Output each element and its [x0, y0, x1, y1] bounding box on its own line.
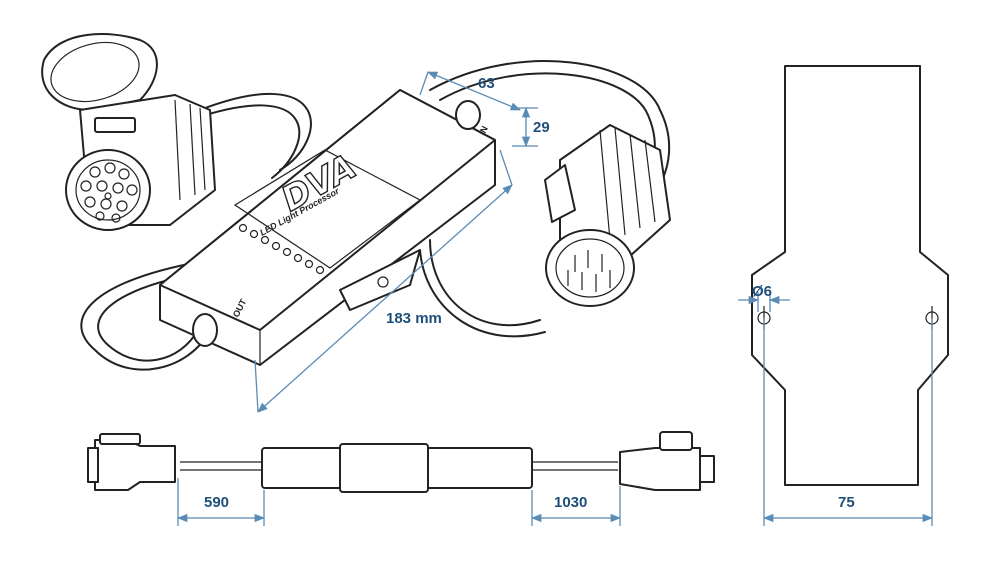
plug-connector-13pin: [544, 124, 671, 307]
dimension-width-top: 63: [419, 71, 521, 111]
socket-pin-holes: [80, 162, 138, 223]
dimension-plate-width: 75: [762, 318, 934, 526]
dimension-cable-left: 590: [176, 478, 266, 526]
dimension-height-top: 29: [512, 106, 550, 148]
socket-connector-13pin: [41, 33, 216, 231]
dim-29: 29: [533, 119, 550, 136]
side-view-assembly: [87, 431, 715, 493]
dim-590: 590: [204, 494, 229, 511]
mounting-plate: [751, 65, 949, 486]
dim-183mm: 183 mm: [386, 310, 442, 327]
dim-75: 75: [838, 494, 855, 511]
dimension-length: 183 mm: [254, 149, 513, 413]
dim-hole-6: Ø6: [752, 283, 772, 300]
dimension-cable-right: 1030: [530, 486, 622, 526]
dim-1030: 1030: [554, 494, 587, 511]
dimension-hole: Ø6: [738, 283, 790, 312]
dim-63: 63: [478, 75, 495, 92]
plug-pins: [567, 250, 611, 292]
in-label: IN: [477, 124, 490, 137]
